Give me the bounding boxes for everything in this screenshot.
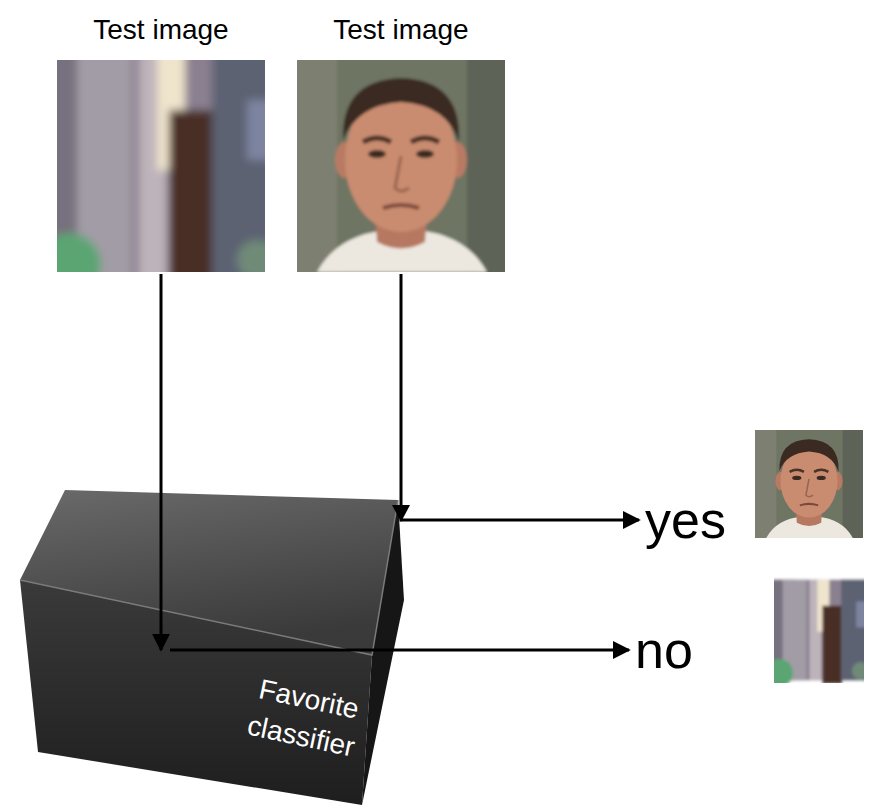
- face-thumbnail: [751, 425, 868, 543]
- output-label: no: [635, 615, 701, 685]
- output-label: yes: [645, 485, 734, 555]
- face-photo: [287, 50, 517, 282]
- photo-tile: Test image: [57, 60, 265, 272]
- output-word: yes: [645, 485, 726, 555]
- arrow-connector: [401, 274, 639, 520]
- blurry-thumbnail: [765, 580, 869, 687]
- arrow-connector: [170, 649, 629, 652]
- photo-tile: Test image: [297, 60, 505, 272]
- image-caption: Test image: [257, 10, 545, 50]
- blurry-photo: [37, 50, 277, 297]
- classifier-box: Favorite classifier: [205, 668, 405, 768]
- arrow-connector: [160, 274, 163, 650]
- output-word: no: [635, 615, 693, 685]
- box-label: Favorite classifier: [199, 660, 410, 776]
- image-caption: Test image: [17, 10, 305, 50]
